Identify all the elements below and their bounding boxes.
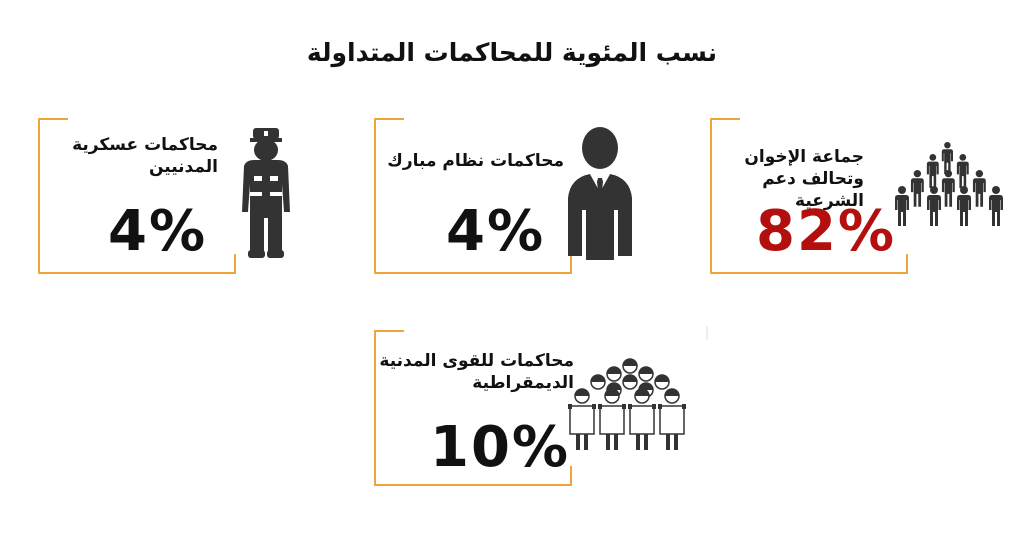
chart-title: نسب المئوية للمحاكمات المتداولة bbox=[306, 38, 718, 67]
stat-card-brotherhood: جماعة الإخوان وتحالف دعم الشرعية 82% bbox=[710, 118, 910, 274]
card-frame bbox=[374, 118, 572, 274]
person-figure bbox=[895, 186, 909, 226]
soldier-icon bbox=[242, 128, 290, 258]
stat-value: 10% bbox=[430, 415, 571, 480]
sign-holder-figure bbox=[658, 388, 686, 450]
person-figure bbox=[956, 154, 969, 188]
card-frame bbox=[710, 118, 908, 274]
card-top-tick bbox=[710, 118, 740, 120]
stat-label: محاكمات للقوى المدنية الديمقراطية bbox=[374, 350, 574, 394]
person-figure bbox=[957, 186, 971, 226]
stat-label-line: محاكمات نظام مبارك bbox=[387, 151, 564, 171]
person-figure bbox=[926, 154, 939, 188]
person-figure bbox=[989, 186, 1003, 226]
card-frame bbox=[38, 118, 236, 274]
stat-label: محاكمات عسكرية المدنيين bbox=[48, 134, 218, 178]
stat-label-line: محاكمات عسكرية bbox=[72, 135, 218, 155]
faint-divider bbox=[706, 326, 708, 340]
card-right-tick bbox=[570, 254, 572, 274]
protester-head bbox=[606, 366, 622, 382]
card-right-tick bbox=[234, 254, 236, 274]
stat-value: 82% bbox=[756, 199, 897, 264]
stat-label-line: المدنيين bbox=[149, 157, 218, 177]
card-right-tick bbox=[570, 466, 572, 486]
card-right-tick bbox=[906, 254, 908, 274]
protester-head bbox=[654, 374, 670, 390]
sign-holder-figure bbox=[628, 388, 656, 450]
person-figure bbox=[941, 142, 953, 174]
protester-head bbox=[638, 366, 654, 382]
person-figure bbox=[972, 170, 986, 207]
protester-head bbox=[622, 374, 638, 390]
card-top-tick bbox=[38, 118, 68, 120]
person-figure bbox=[910, 170, 924, 207]
protester-head bbox=[622, 358, 638, 374]
card-frame bbox=[374, 330, 572, 486]
person-figure bbox=[941, 170, 955, 207]
sign-holder-figure bbox=[568, 388, 596, 450]
sign-holder-figure bbox=[598, 388, 626, 450]
stat-card-civil-forces: محاكمات للقوى المدنية الديمقراطية 10% bbox=[374, 330, 574, 486]
stat-label-line: وتحالف دعم الشرعية bbox=[762, 169, 864, 211]
crowd-icon bbox=[895, 142, 1003, 226]
stat-label-line: محاكمات للقوى المدنية bbox=[379, 351, 574, 371]
stat-label-line: الديمقراطية bbox=[472, 373, 574, 393]
stat-label: محاكمات نظام مبارك bbox=[384, 150, 564, 172]
stat-label-line: جماعة الإخوان bbox=[744, 147, 864, 167]
stat-value: 4% bbox=[446, 199, 546, 264]
card-top-tick bbox=[374, 118, 404, 120]
protesters-icon bbox=[568, 358, 686, 450]
stat-card-military: محاكمات عسكرية المدنيين 4% bbox=[38, 118, 238, 274]
stat-card-mubarak: محاكمات نظام مبارك 4% bbox=[374, 118, 574, 274]
businessman-icon bbox=[568, 127, 632, 260]
stat-label: جماعة الإخوان وتحالف دعم الشرعية bbox=[704, 146, 864, 212]
person-figure bbox=[927, 186, 941, 226]
protester-head bbox=[590, 374, 606, 390]
stat-value: 4% bbox=[108, 199, 208, 264]
card-top-tick bbox=[374, 330, 404, 332]
